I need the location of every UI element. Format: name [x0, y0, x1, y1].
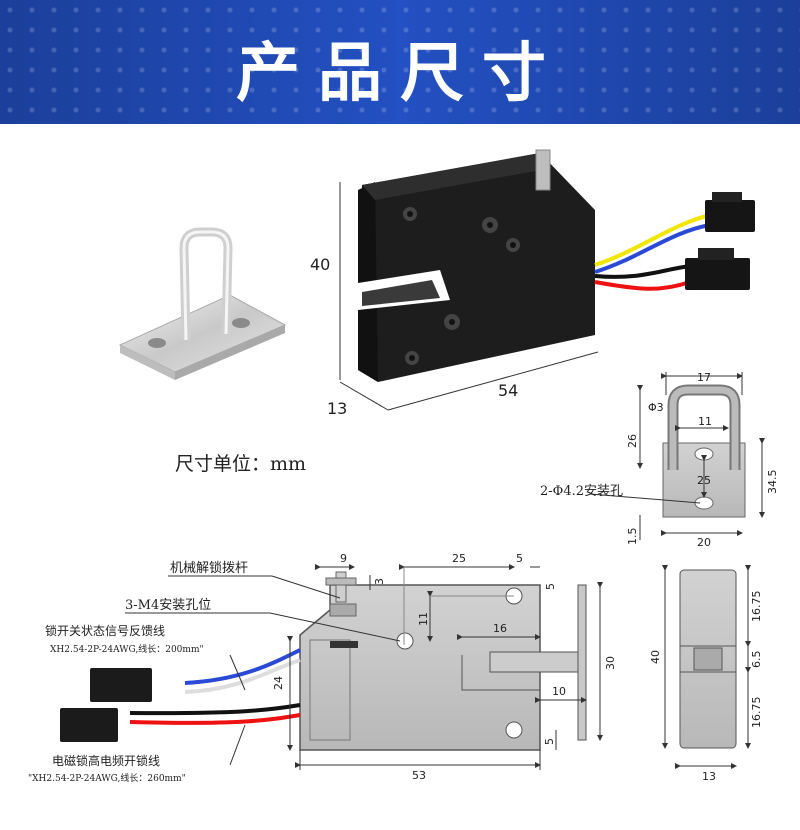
strike-total: 34.5: [766, 470, 779, 495]
front-bottom-offset: 5: [543, 738, 556, 745]
side-mid: 6.5: [750, 651, 763, 669]
front-left-height: 24: [272, 676, 285, 690]
front-slot-height: 10: [552, 685, 566, 698]
mount-hole-label: 3-M4安装孔位: [125, 598, 211, 613]
front-height: 30: [604, 656, 617, 670]
strike-plate-drawing: [589, 372, 765, 540]
lock-side-drawing: [662, 565, 751, 769]
strike-inner: 11: [698, 415, 712, 428]
feedback-line-label: 锁开关状态信号反馈线: [45, 623, 165, 638]
unlock-spec-label: "XH2.54-2P-24AWG,线长：260mm": [28, 772, 186, 784]
header-banner: 产品尺寸: [0, 0, 800, 124]
strike-plate-photo: [118, 227, 287, 380]
side-bottom: 16.75: [750, 697, 763, 729]
hexagon-pattern: [0, 0, 800, 124]
photo-depth-dim: 13: [327, 399, 347, 418]
front-slot: 16: [493, 622, 507, 635]
front-length: 53: [412, 769, 426, 782]
front-corner-v: 5: [544, 583, 557, 590]
photo-length-dim: 54: [498, 381, 518, 400]
strike-thickness: 1.5: [626, 528, 639, 546]
unit-note: 尺寸单位：mm: [175, 453, 306, 475]
release-lever-label: 机械解锁拨杆: [170, 560, 248, 576]
strike-width-top: 17: [697, 371, 711, 384]
strike-base-width: 20: [697, 536, 711, 549]
strike-hole-label: 2-Φ4.2安装孔: [540, 484, 623, 499]
side-height: 40: [649, 650, 662, 664]
front-lever-height: 3: [373, 578, 386, 585]
front-hole-offset: 11: [417, 612, 430, 626]
front-lever-width: 9: [340, 552, 347, 565]
front-top-offset: 25: [452, 552, 466, 565]
strike-height: 26: [626, 434, 639, 448]
side-width: 13: [702, 770, 716, 783]
strike-hole-spacing: 25: [697, 474, 711, 487]
lock-photo: [339, 149, 755, 411]
lock-front-drawing: [60, 564, 603, 770]
front-corner: 5: [516, 552, 523, 565]
feedback-spec-label: XH2.54-2P-24AWG,线长：200mm": [50, 643, 204, 655]
unlock-line-label: 电磁锁高电频开锁线: [52, 753, 160, 768]
side-top: 16.75: [750, 591, 763, 623]
photo-height-dim: 40: [310, 255, 330, 274]
strike-phi: Φ3: [648, 401, 664, 414]
page-title: 产品尺寸: [236, 37, 564, 111]
